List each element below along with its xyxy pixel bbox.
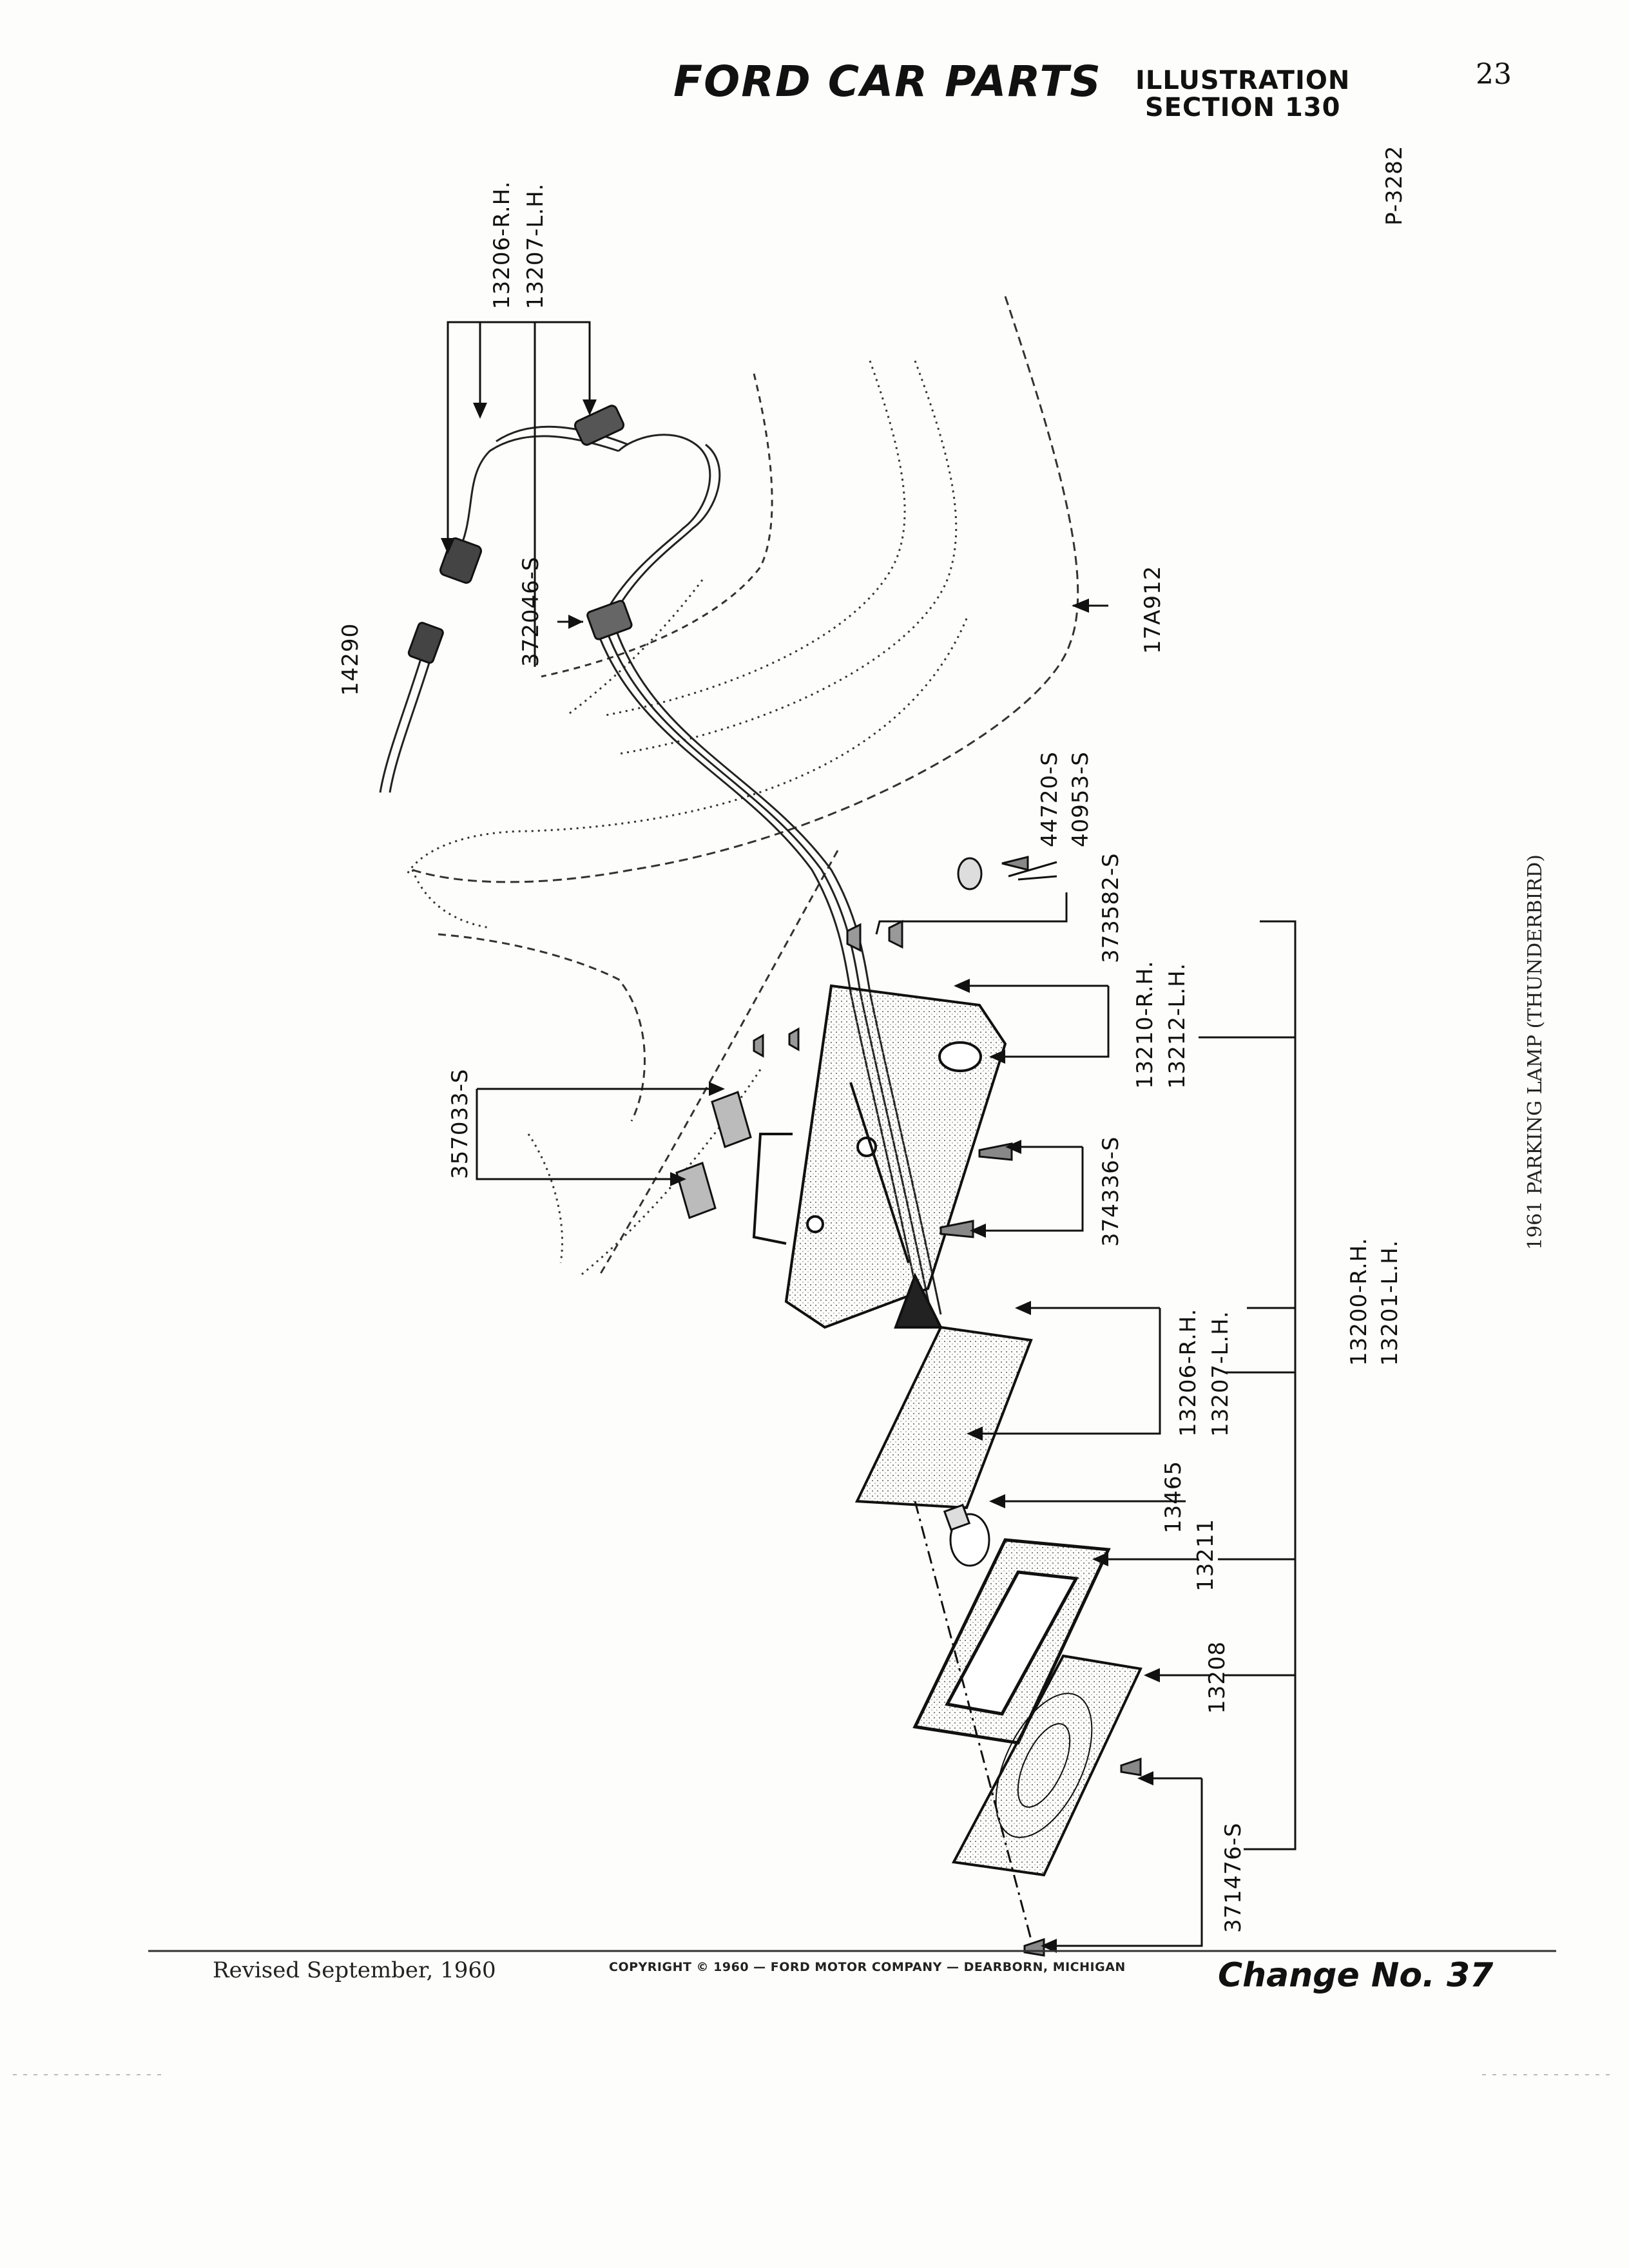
label-body-rh: 13210-R.H. xyxy=(1132,961,1158,1089)
label-wire-top-lh: 13207-L.H. xyxy=(523,183,548,309)
lens-part xyxy=(951,1654,1142,1877)
label-socket-lh: 13207-L.H. xyxy=(1208,1311,1233,1437)
fender-outline xyxy=(405,296,1079,1277)
illustration-label: ILLUSTRATION xyxy=(1135,66,1351,95)
callout-labels: 13206-R.H. 13207-L.H. 14290 372046-S 17A… xyxy=(338,145,1407,1933)
label-screw-top: 40953-S xyxy=(1068,751,1094,847)
label-screw-side: 374336-S xyxy=(1098,1136,1124,1247)
bulb-part xyxy=(943,1503,990,1567)
label-fender: 17A912 xyxy=(1140,566,1166,654)
section-label: ILLUSTRATION SECTION 130 xyxy=(1135,67,1350,121)
page-title: FORD CAR PARTS xyxy=(673,57,1102,106)
label-wire-top-rh: 13206-R.H. xyxy=(489,181,515,309)
label-assy-rh: 13200-R.H. xyxy=(1346,1238,1372,1366)
hardware-parts xyxy=(675,856,1142,1957)
label-screw-lens: 371476-S xyxy=(1220,1822,1246,1933)
leader-lines xyxy=(447,321,1296,1947)
label-connector: 14290 xyxy=(338,623,363,696)
revision-date: Revised September, 1960 xyxy=(213,1957,496,1983)
label-screw-body: 373582-S xyxy=(1098,852,1124,963)
label-bulb: 13465 xyxy=(1161,1461,1186,1533)
label-nut-clip: 357033-S xyxy=(447,1068,473,1179)
lamp-housing xyxy=(752,984,1007,1329)
label-body-lh: 13212-L.H. xyxy=(1164,963,1190,1089)
label-assy-lh: 13201-L.H. xyxy=(1377,1240,1403,1366)
plate-number: P-3282 xyxy=(1382,145,1407,226)
connector-parts xyxy=(407,405,633,664)
gasket-part xyxy=(912,1538,1111,1745)
socket-part xyxy=(854,1273,1033,1510)
label-lens: 13208 xyxy=(1204,1641,1230,1714)
label-gasket: 13211 xyxy=(1193,1519,1219,1591)
copyright-notice: COPYRIGHT © 1960 — FORD MOTOR COMPANY — … xyxy=(609,1960,1126,1974)
change-number: Change No. 37 xyxy=(1218,1956,1494,1995)
label-clip-wire: 372046-S xyxy=(518,556,544,667)
section-number: SECTION 130 xyxy=(1144,93,1341,122)
page-number: 23 xyxy=(1476,58,1512,91)
label-socket-rh: 13206-R.H. xyxy=(1175,1309,1201,1437)
label-washer: 44720-S xyxy=(1037,751,1063,847)
arrow-heads xyxy=(441,399,1160,1953)
side-caption: 1961 PARKING LAMP (THUNDERBIRD) xyxy=(1524,854,1547,1250)
